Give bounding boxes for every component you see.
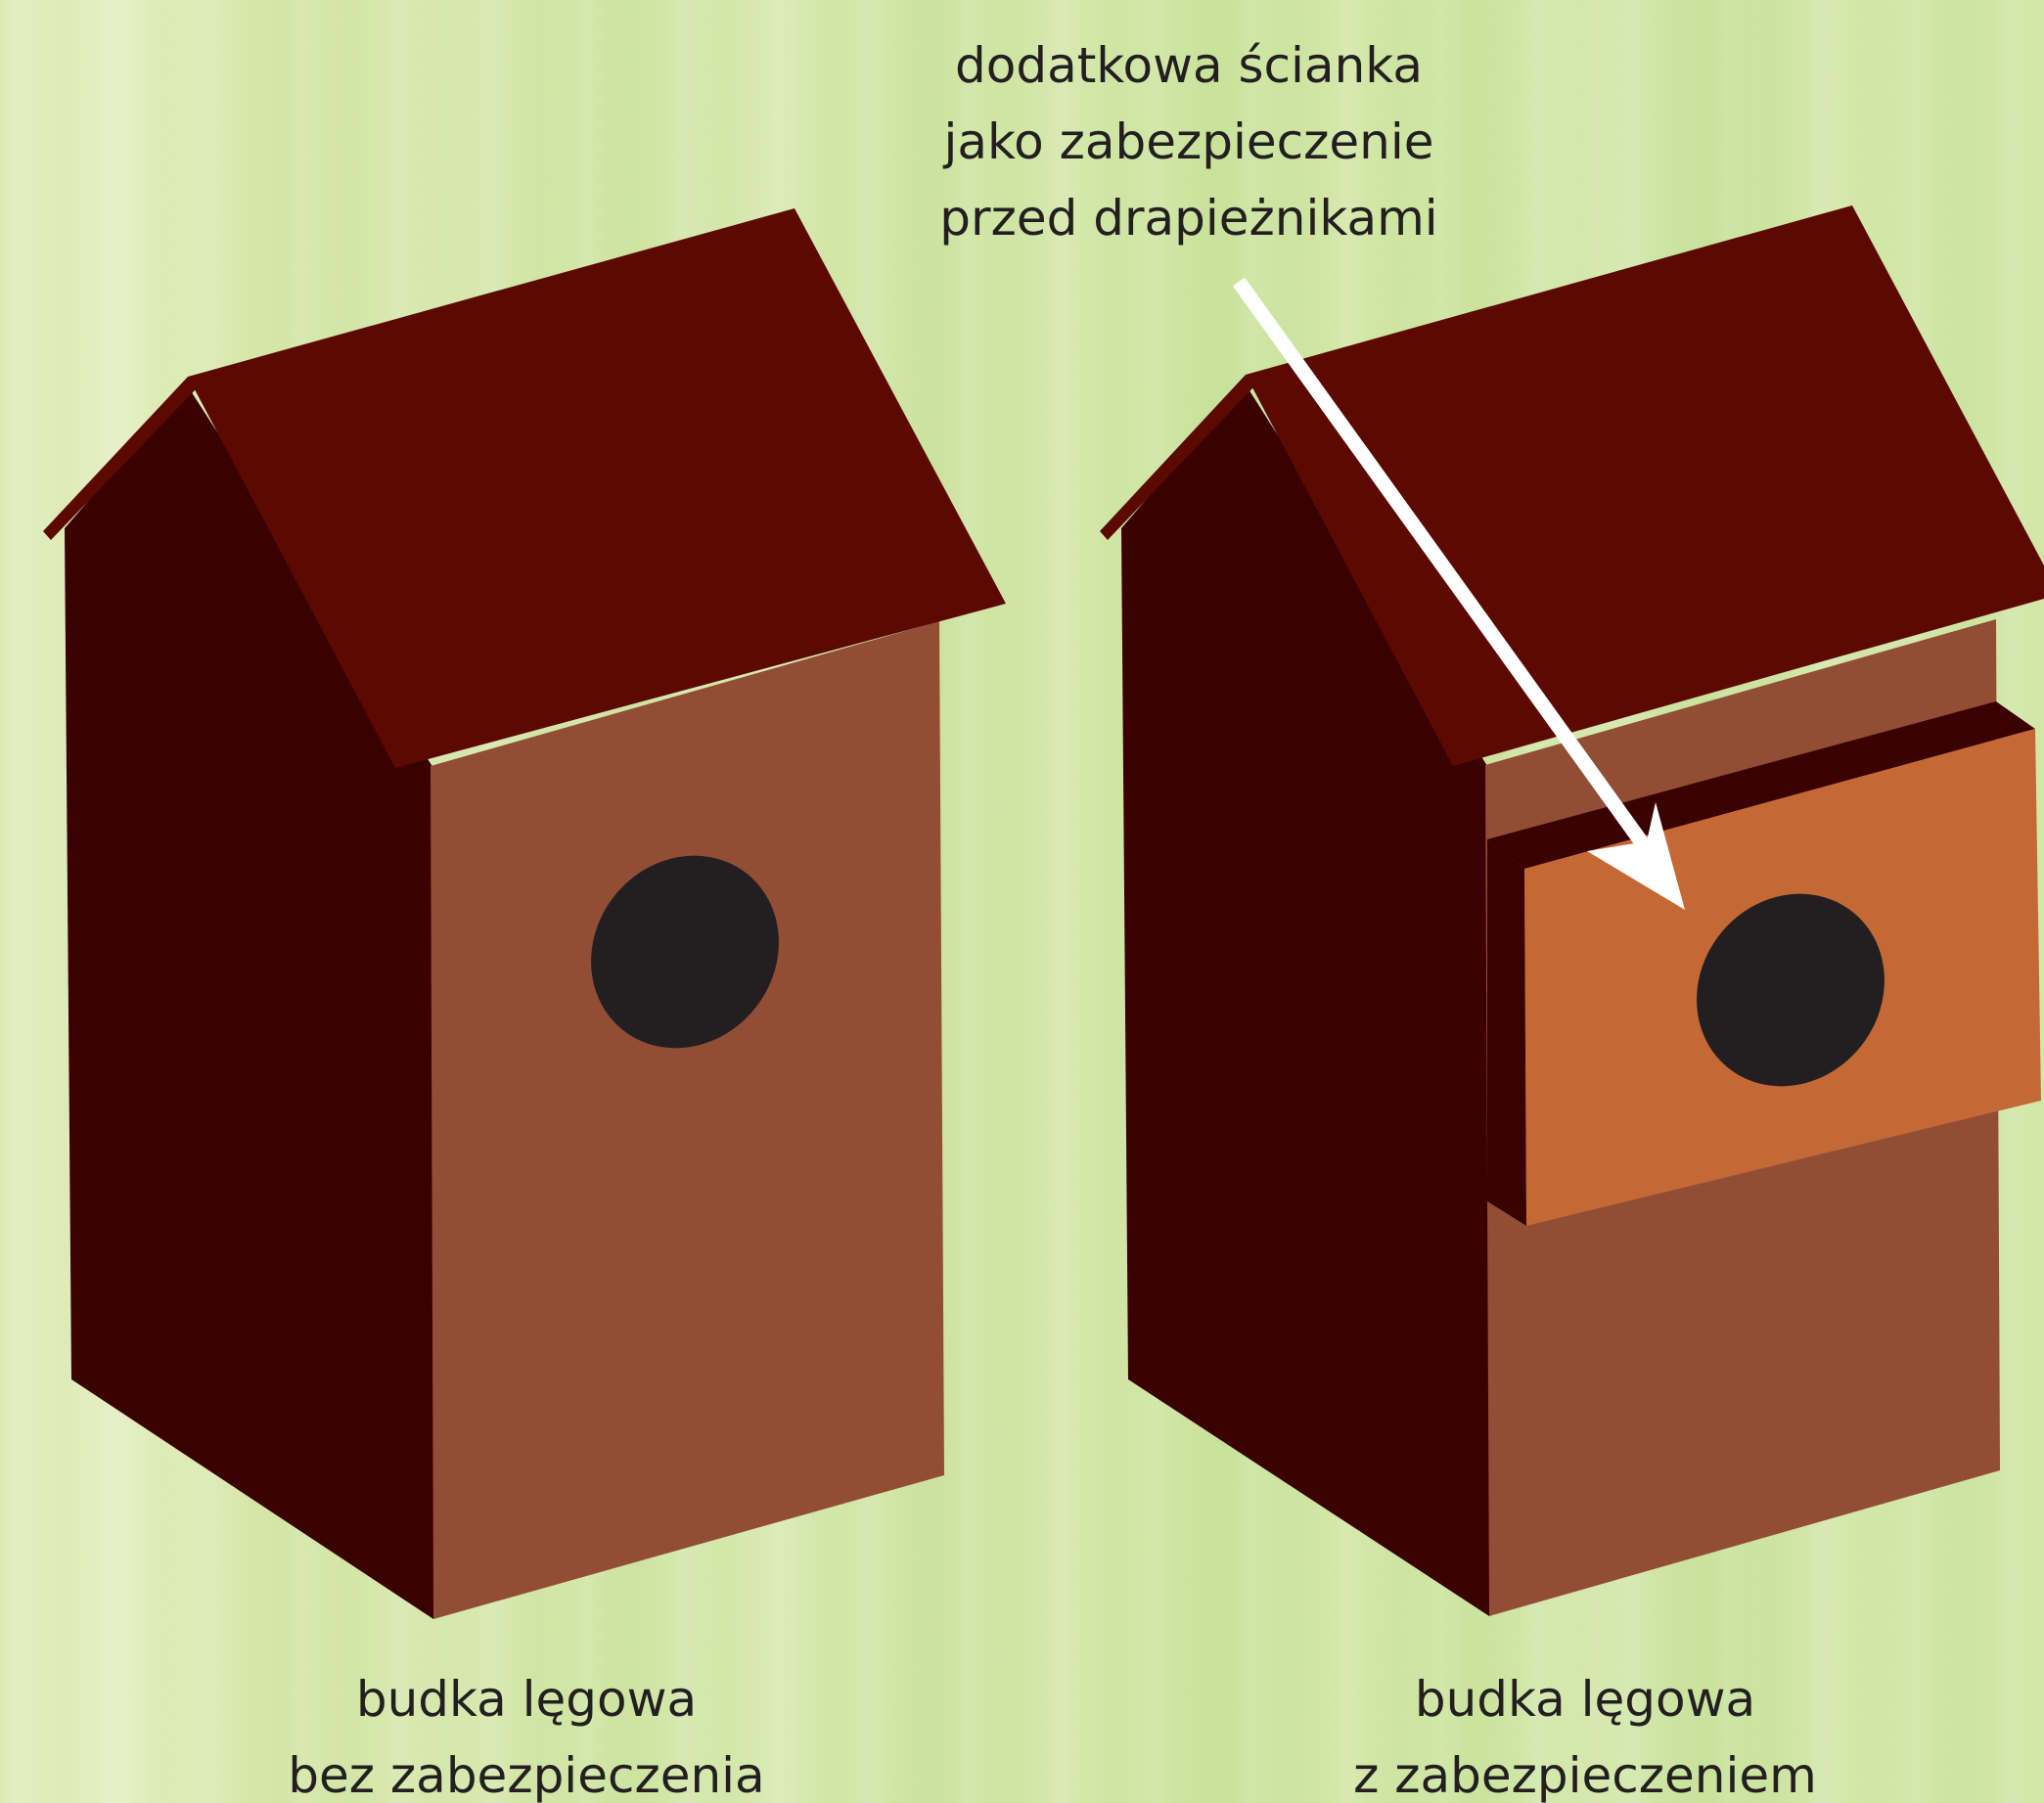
caption-right: budka lęgowa z zabezpieczeniem — [1243, 1661, 1928, 1803]
annotation-text: dodatkowa ścianka jako zabezpieczenie pr… — [861, 27, 1517, 256]
birdhouse-with-protection — [1100, 205, 2044, 1616]
annotation-line-3: przed drapieżnikami — [861, 180, 1517, 256]
caption-right-line-1: budka lęgowa — [1243, 1661, 1928, 1737]
birdhouse-without-protection — [43, 208, 1006, 1619]
annotation-line-2: jako zabezpieczenie — [861, 104, 1517, 180]
left-house-front-wall — [431, 621, 944, 1619]
annotation-line-1: dodatkowa ścianka — [861, 27, 1517, 104]
caption-left: budka lęgowa bez zabezpieczenia — [184, 1661, 869, 1803]
caption-left-line-1: budka lęgowa — [184, 1661, 869, 1737]
caption-left-line-2: bez zabezpieczenia — [184, 1737, 869, 1803]
guard-plate-side — [1487, 839, 1526, 1226]
caption-right-line-2: z zabezpieczeniem — [1243, 1737, 1928, 1803]
